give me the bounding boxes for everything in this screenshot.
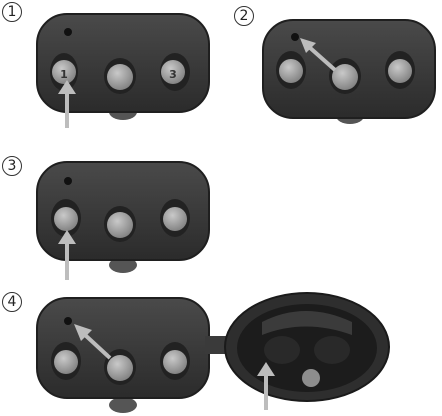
battery-cover — [205, 293, 389, 410]
remote-step-3 — [37, 162, 209, 280]
remote-step-4 — [37, 298, 209, 413]
button-1-label: 1 — [60, 68, 68, 81]
remote-step-2 — [263, 20, 435, 124]
indicator-light-1 — [64, 28, 72, 36]
button-3-label: 3 — [169, 68, 177, 81]
battery-contact — [302, 369, 320, 387]
button-2 — [107, 64, 133, 90]
